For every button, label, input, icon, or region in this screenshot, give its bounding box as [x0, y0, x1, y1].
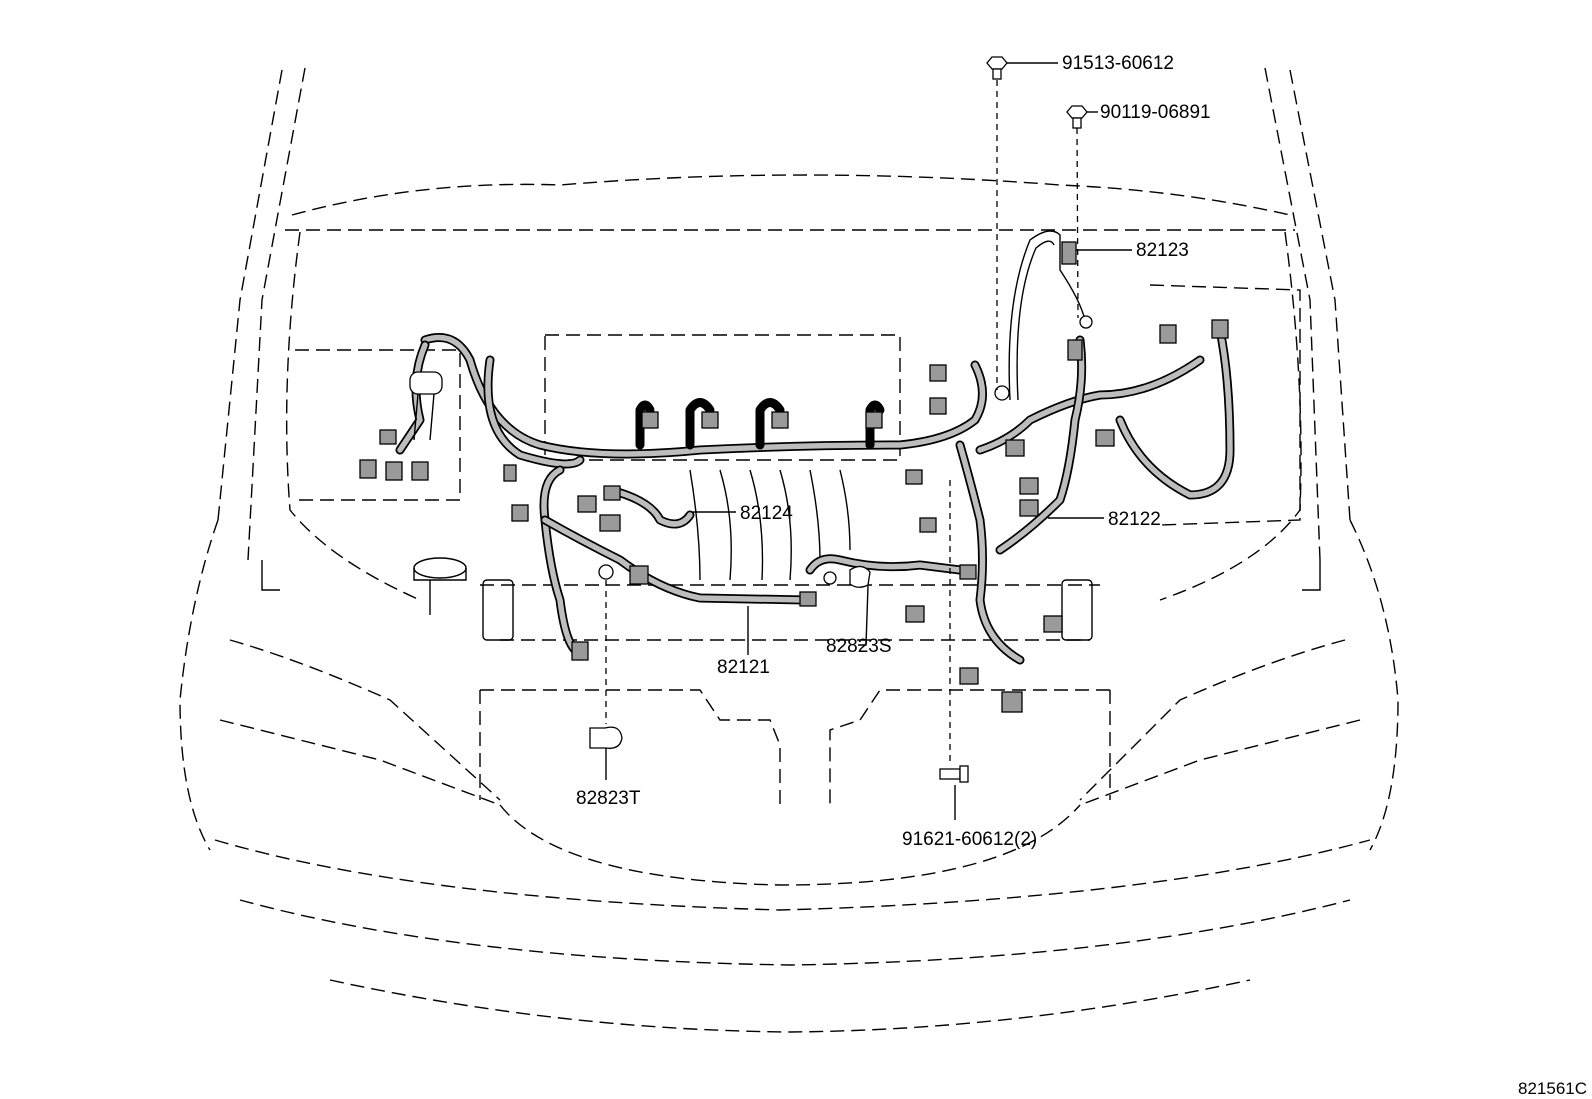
label-91513-60612: 91513-60612	[1062, 53, 1174, 74]
clamp-82823s-icon	[823, 565, 871, 588]
grommet-left	[409, 371, 443, 441]
radiator-cap	[413, 557, 467, 615]
label-82823t: 82823T	[576, 788, 641, 809]
label-82122: 82122	[1108, 509, 1161, 530]
harness-connectors	[359, 241, 1229, 713]
label-91621-60612: 91621-60612(2)	[902, 829, 1037, 850]
bolt-90119-icon	[1066, 105, 1088, 129]
vehicle-body-outline	[179, 67, 1399, 1033]
ground-eyelet-icon	[994, 315, 1093, 401]
label-90119-06891: 90119-06891	[1100, 102, 1211, 123]
label-82823s: 82823S	[826, 636, 892, 657]
leader-lines	[605, 62, 1132, 820]
label-82123: 82123	[1136, 240, 1189, 261]
clamp-82823t-icon	[589, 564, 623, 749]
label-82121: 82121	[717, 657, 770, 678]
bolt-91621-icon	[939, 765, 969, 783]
engine-wire-harness	[395, 230, 1235, 665]
intake-manifold	[689, 469, 851, 581]
label-82124: 82124	[740, 503, 793, 524]
radiator-support-brackets	[261, 560, 1321, 641]
bolt-91513-icon	[986, 56, 1008, 80]
drawing-id: 821561C	[1518, 1079, 1587, 1098]
